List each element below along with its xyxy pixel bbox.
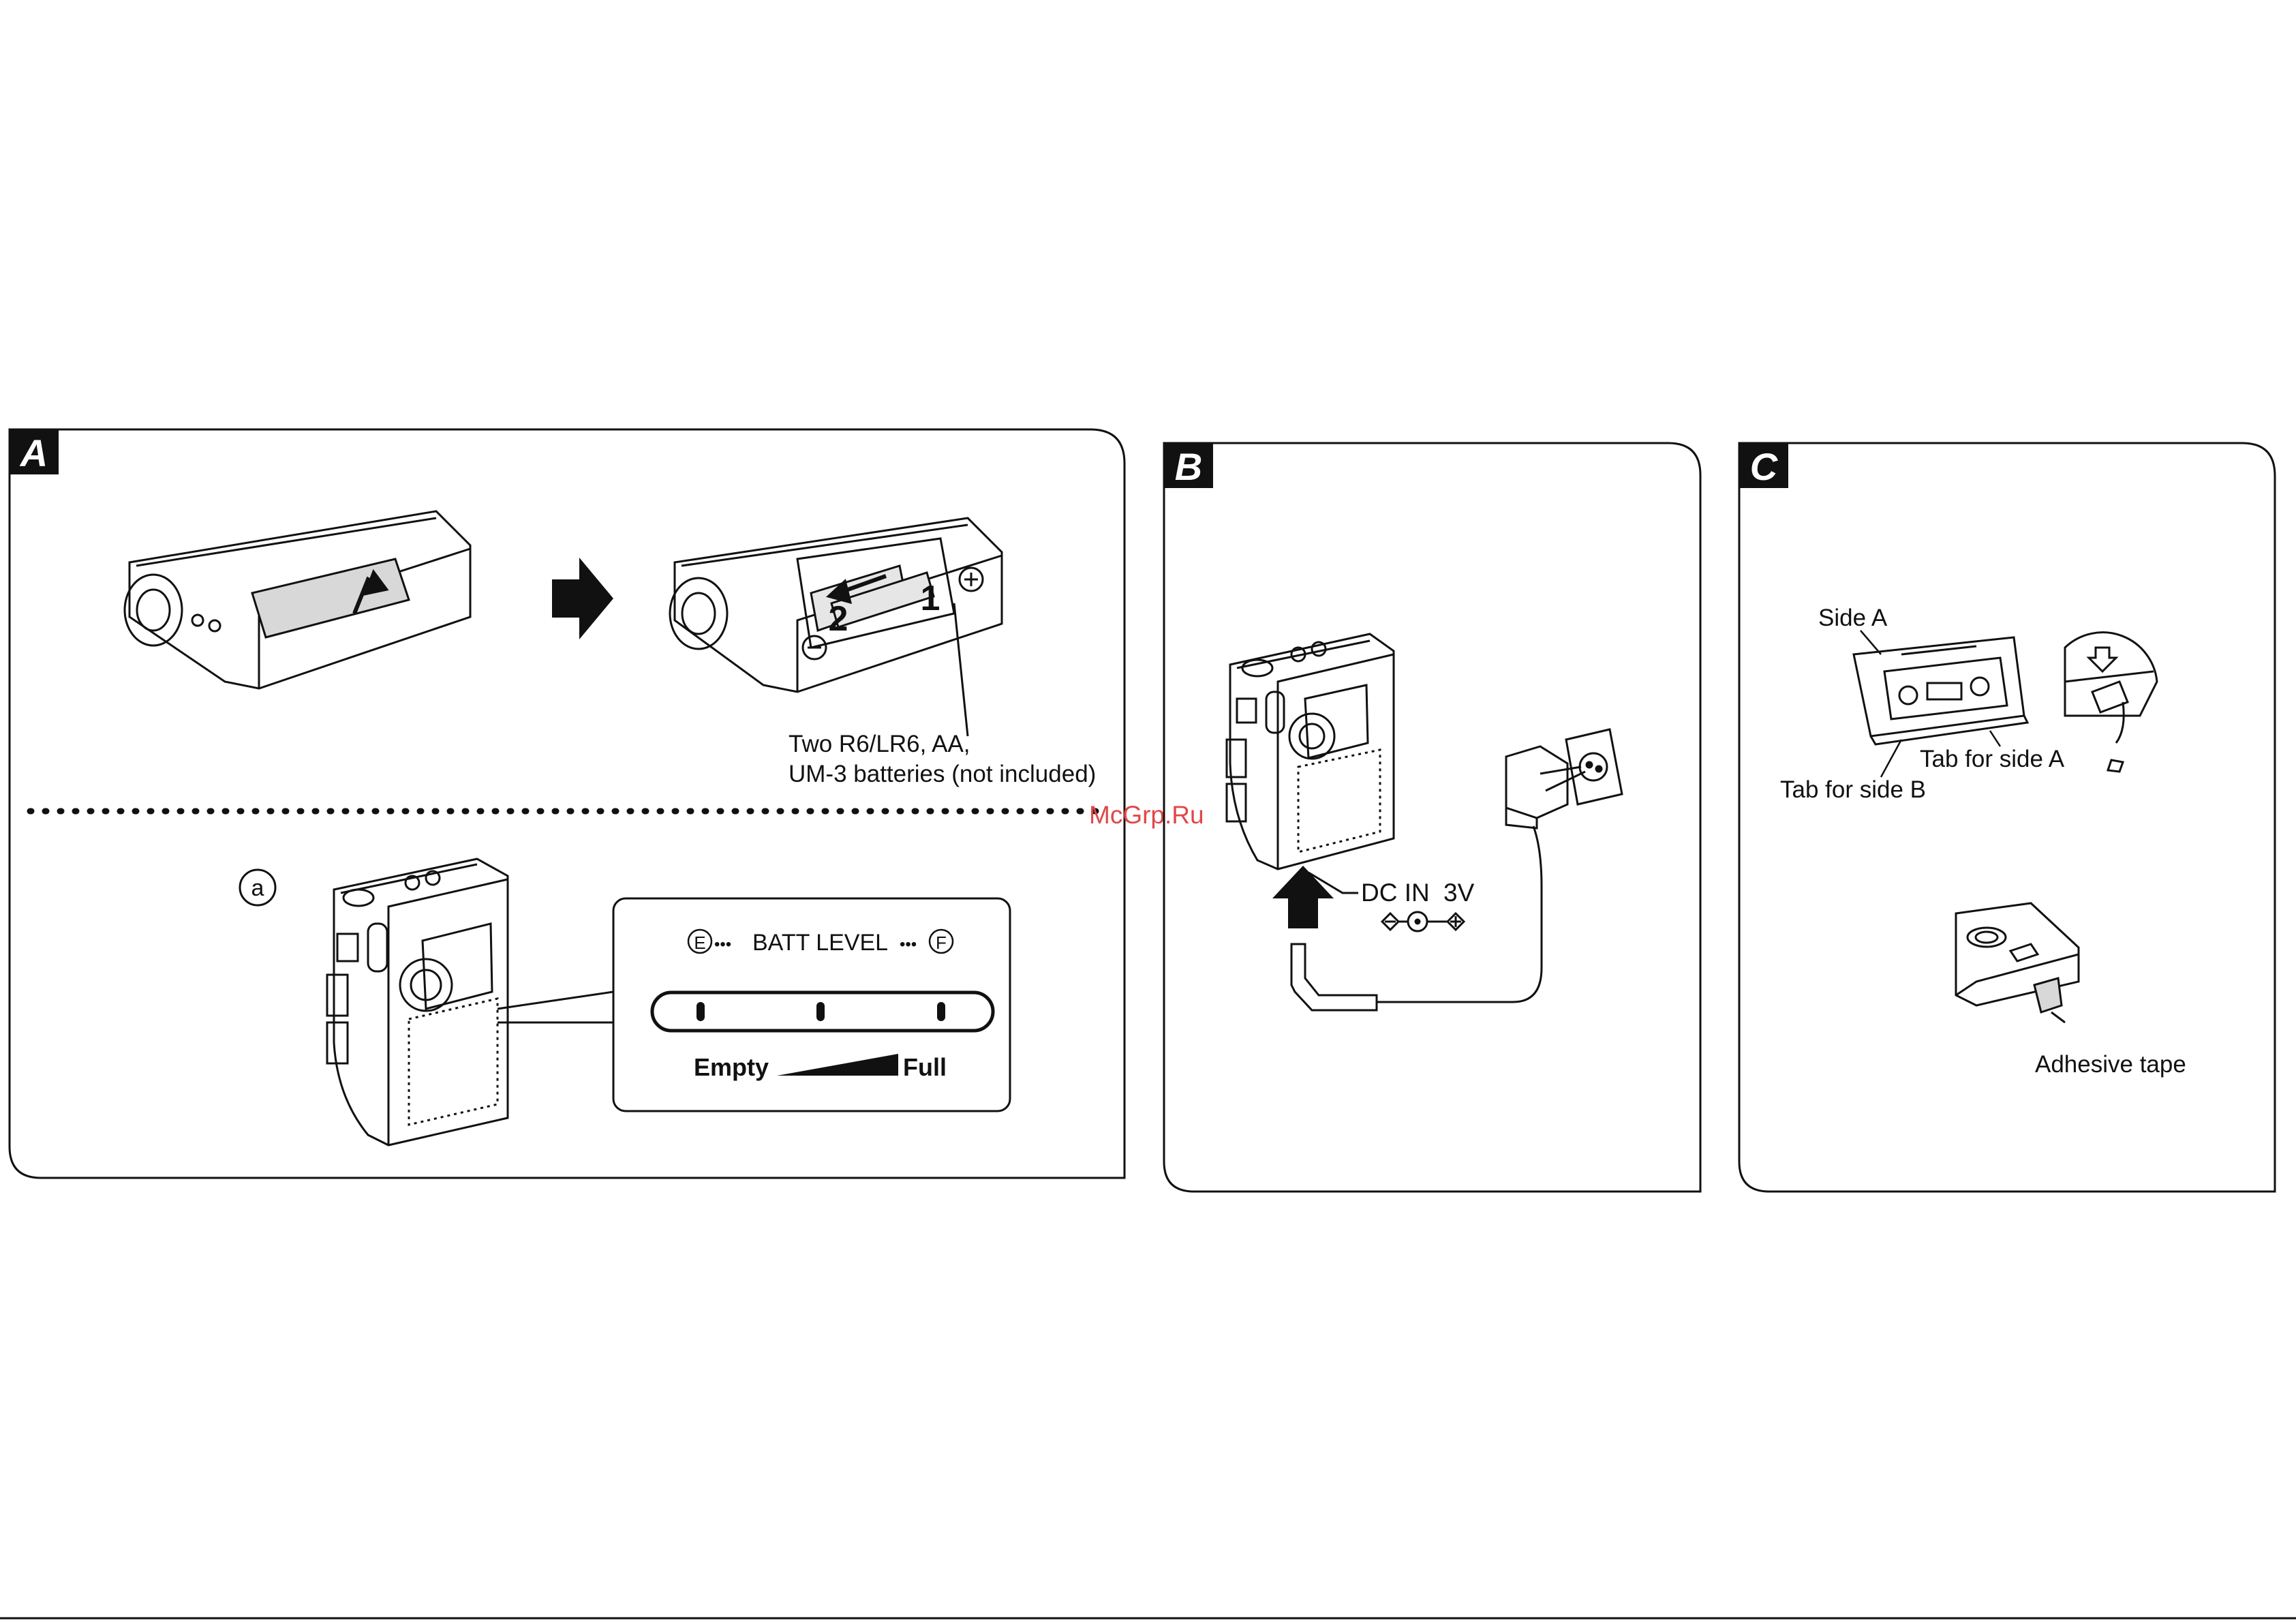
adhesive-tape-cassette-illustration	[1956, 903, 2079, 1022]
voltage-label: 3V	[1443, 879, 1475, 907]
batt-level-label: BATT LEVEL	[752, 930, 888, 956]
next-step-arrow-icon	[552, 558, 613, 639]
full-marker: F	[936, 932, 947, 953]
step-number-1: 1	[921, 579, 940, 618]
panel-b-letter: B	[1175, 445, 1202, 488]
ac-adapter-illustration	[1291, 729, 1622, 1010]
panel-b: B DC IN 3V	[1164, 443, 1700, 1192]
recorder-upright-illustration	[327, 859, 613, 1145]
polarity-symbol-icon	[1382, 912, 1464, 931]
panel-c-letter: C	[1750, 445, 1779, 488]
empty-marker: E	[694, 932, 705, 953]
tab-side-b-leader	[1881, 740, 1901, 777]
battery-note-line-2: UM-3 batteries (not included)	[789, 761, 1096, 787]
battery-note-line-1: Two R6/LR6, AA,	[789, 731, 970, 757]
full-label: Full	[903, 1053, 947, 1081]
panel-a: A	[10, 429, 1124, 1178]
panel-c: C Side A Tab for side A Tab for side B	[1739, 443, 2275, 1192]
tab-side-a-leader	[1990, 731, 2000, 746]
dots-right: •••	[900, 935, 917, 954]
tab-break-detail-illustration	[2065, 633, 2157, 772]
level-segment-2	[816, 1002, 825, 1021]
side-a-label: Side A	[1818, 605, 1888, 631]
level-segment-3	[937, 1002, 945, 1021]
empty-label: Empty	[694, 1053, 769, 1081]
recorder-closed-illustration	[125, 511, 470, 688]
tab-side-a-label: Tab for side A	[1920, 746, 2065, 772]
dots-left: •••	[714, 935, 731, 954]
panel-a-letter: A	[19, 431, 48, 474]
circled-a-letter: a	[251, 875, 264, 901]
batt-level-indicator-panel: E ••• BATT LEVEL ••• F Empty Full	[613, 898, 1010, 1111]
adhesive-tape-label: Adhesive tape	[2035, 1051, 2186, 1078]
step-number-2: 2	[829, 599, 848, 639]
dc-in-label: DC IN	[1361, 879, 1430, 907]
watermark: McGrp.Ru	[1089, 801, 1204, 829]
level-segment-1	[697, 1002, 705, 1021]
recorder-dc-jack-illustration	[1227, 634, 1394, 869]
insert-arrow-icon	[1272, 866, 1334, 928]
level-wedge-icon	[777, 1054, 898, 1076]
tab-side-b-label: Tab for side B	[1780, 776, 1926, 803]
